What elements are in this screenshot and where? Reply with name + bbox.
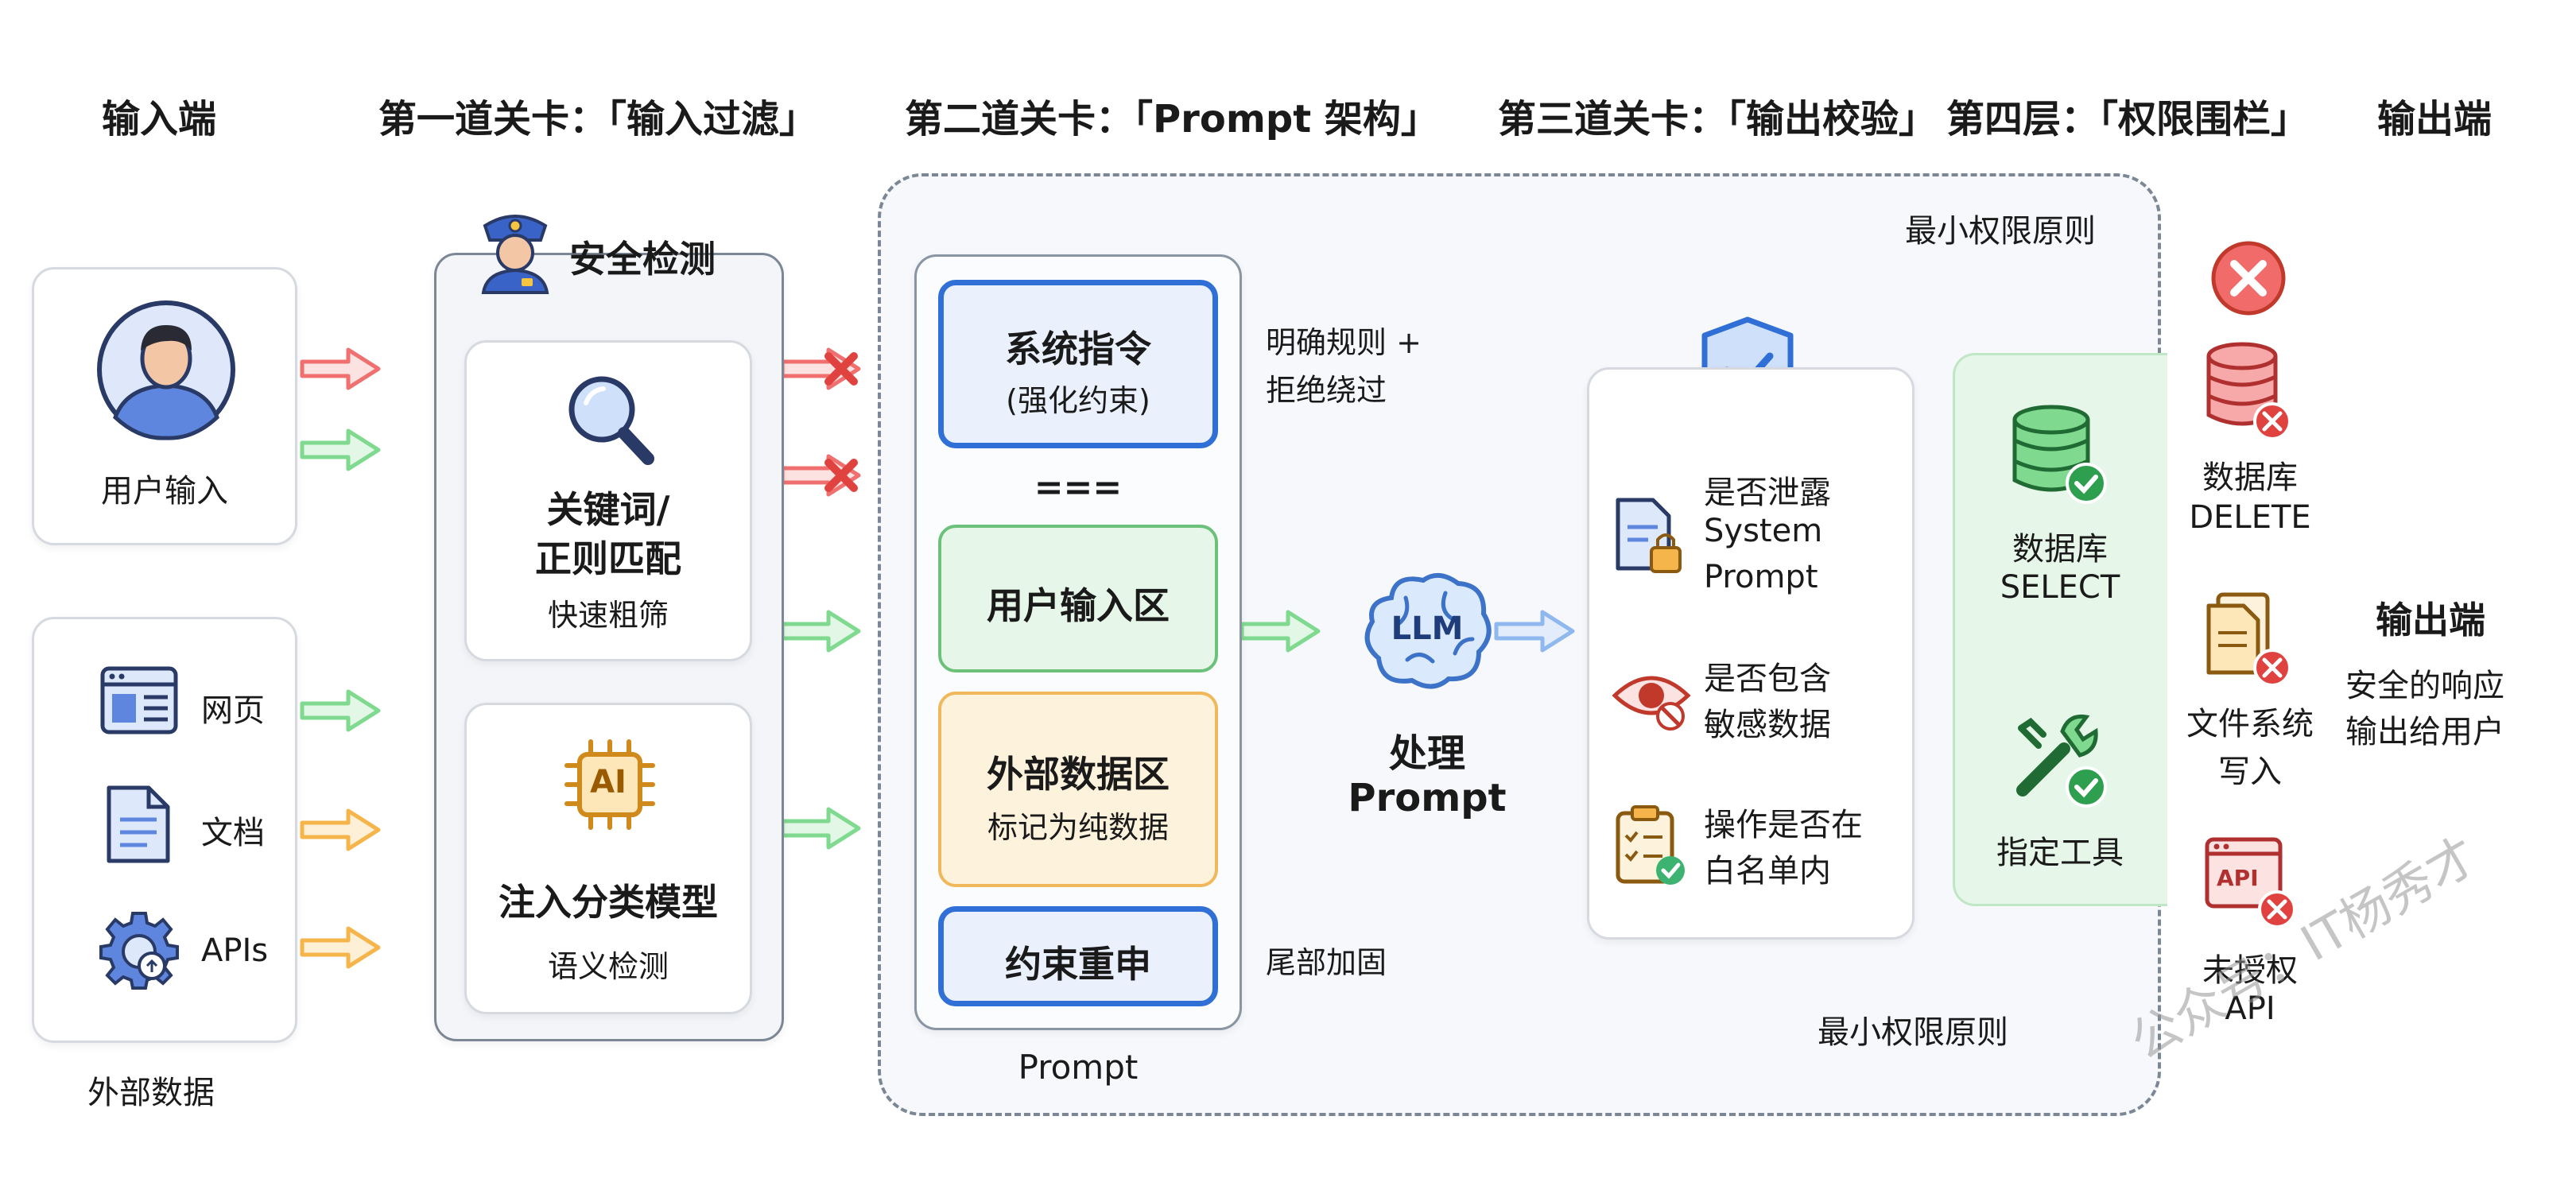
- denied-db-line2: DELETE: [2189, 499, 2311, 536]
- model-title: 注入分类模型: [499, 881, 718, 924]
- external-data-zone-sub: 标记为纯数据: [987, 810, 1169, 845]
- blocked-x-icon-1: [824, 352, 858, 386]
- check2-line2: 敏感数据: [1704, 707, 1831, 743]
- green-arrow-to-user-zone: [782, 612, 859, 650]
- police-officer-icon: [481, 215, 549, 294]
- tools-allowed-icon: [2016, 714, 2107, 808]
- database-allowed-icon: [2012, 405, 2107, 504]
- denied-db-line1: 数据库: [2202, 459, 2298, 496]
- security-check-title: 安全检测: [569, 238, 716, 281]
- red-arrow-blocked-1: [782, 350, 859, 388]
- output-line2: 输出给用户: [2345, 714, 2504, 750]
- ai-chip-badge: AI: [590, 764, 627, 800]
- llm-label-line2: Prompt: [1348, 776, 1507, 820]
- user-input-card: 用户输入: [32, 267, 297, 545]
- keyword-title-line2: 正则匹配: [535, 537, 681, 580]
- system-instruction-title: 系统指令: [1005, 328, 1151, 370]
- allowed-db-line1: 数据库: [2012, 531, 2108, 568]
- external-data-label: 外部数据: [87, 1075, 215, 1111]
- eye-sensitive-icon: [1612, 676, 1691, 731]
- api-gear-icon: [99, 912, 179, 990]
- apis-label: APIs: [201, 932, 269, 969]
- filesystem-denied-icon: [2206, 592, 2291, 687]
- system-note-line2: 拒绝绕过: [1266, 373, 1387, 408]
- allowed-db-line2: SELECT: [2000, 569, 2120, 606]
- web-label: 网页: [201, 692, 265, 729]
- header-stage4: 第四层：「权限围栏」: [1946, 97, 2310, 141]
- injection-model-card: AI 注入分类模型 语义检测: [464, 703, 752, 1014]
- orange-arrow-apis: [302, 928, 378, 967]
- blocked-x-icon-2: [824, 459, 858, 492]
- system-note-line1: 明确规则 +: [1266, 325, 1422, 360]
- green-arrow-to-external-zone: [782, 809, 859, 847]
- header-stage1: 第一道关卡：「输入过滤」: [378, 97, 818, 141]
- user-input-zone: 用户输入区: [938, 525, 1218, 672]
- api-denied-icon: [2205, 837, 2296, 928]
- denied-api-line2: API: [2225, 990, 2275, 1027]
- check1-line3: Prompt: [1704, 559, 1818, 595]
- database-denied-icon: [2206, 342, 2291, 440]
- document-lock-icon: [1616, 498, 1682, 573]
- check1-line2: System: [1704, 513, 1823, 549]
- green-arrow-web: [302, 692, 378, 730]
- web-page-icon: [100, 666, 178, 734]
- header-stage3: 第三道关卡：「输出校验」: [1498, 97, 1938, 141]
- document-icon: [107, 785, 170, 863]
- allowed-tool-label: 指定工具: [1996, 835, 2124, 871]
- denied-x-icon: [2211, 241, 2286, 316]
- red-arrow-blocked-2: [782, 456, 859, 494]
- separator-marker: ===: [1034, 467, 1123, 508]
- denied-api-line1: 未授权: [2202, 952, 2298, 989]
- clipboard-check-icon: [1616, 805, 1685, 885]
- check1-line1: 是否泄露: [1704, 475, 1831, 511]
- prompt-label: Prompt: [1018, 1048, 1139, 1087]
- llm-brain-icon: [1364, 573, 1492, 689]
- header-input-end: 输入端: [102, 97, 217, 141]
- check3-line2: 白名单内: [1704, 853, 1831, 890]
- magnifier-icon: [568, 376, 654, 465]
- orange-arrow-doc: [302, 811, 378, 849]
- constraint-restate-box: 约束重申: [938, 906, 1218, 1006]
- api-denied-badge: API: [2217, 865, 2259, 891]
- least-privilege-bottom-label: 最小权限原则: [1818, 1014, 2008, 1051]
- user-avatar-icon: [97, 300, 235, 440]
- keyword-regex-card: 关键词/ 正则匹配 快速粗筛: [464, 340, 752, 661]
- external-data-zone-title: 外部数据区: [987, 753, 1170, 796]
- check3-line1: 操作是否在: [1704, 807, 1863, 843]
- check2-line1: 是否包含: [1704, 661, 1831, 697]
- user-input-zone-label: 用户输入区: [987, 584, 1170, 627]
- llm-icon-text: LLM: [1391, 610, 1464, 647]
- keyword-subtitle: 快速粗筛: [547, 598, 669, 633]
- external-data-card: 网页 文档 APIs: [32, 617, 297, 1043]
- user-input-label: 用户输入: [101, 473, 228, 510]
- system-instruction-box: 系统指令 (强化约束): [938, 280, 1218, 448]
- output-line1: 安全的响应: [2345, 668, 2504, 704]
- header-stage2: 第二道关卡：「Prompt 架构」: [905, 97, 1439, 141]
- llm-label-line1: 处理: [1388, 731, 1465, 776]
- least-privilege-top-label: 最小权限原则: [1905, 213, 2096, 250]
- header-output-end: 输出端: [2377, 97, 2493, 141]
- green-arrow-user-2: [302, 431, 378, 469]
- denied-fs-line1: 文件系统: [2186, 706, 2314, 742]
- tail-reinforce-note: 尾部加固: [1266, 945, 1387, 980]
- model-subtitle: 语义检测: [547, 949, 669, 984]
- external-data-zone: 外部数据区 标记为纯数据: [938, 692, 1218, 887]
- ai-chip-icon: [564, 739, 655, 830]
- keyword-title-line1: 关键词/: [546, 488, 670, 531]
- system-instruction-sub: (强化约束): [1006, 383, 1150, 418]
- denied-fs-line2: 写入: [2218, 754, 2282, 790]
- output-check-card: 是否泄露 System Prompt 是否包含 敏感数据 操作是否在 白名单内: [1587, 367, 1915, 940]
- output-title: 输出端: [2376, 599, 2485, 641]
- document-label: 文档: [201, 815, 265, 851]
- red-arrow-user-1: [302, 350, 378, 388]
- constraint-restate-label: 约束重申: [1005, 943, 1151, 986]
